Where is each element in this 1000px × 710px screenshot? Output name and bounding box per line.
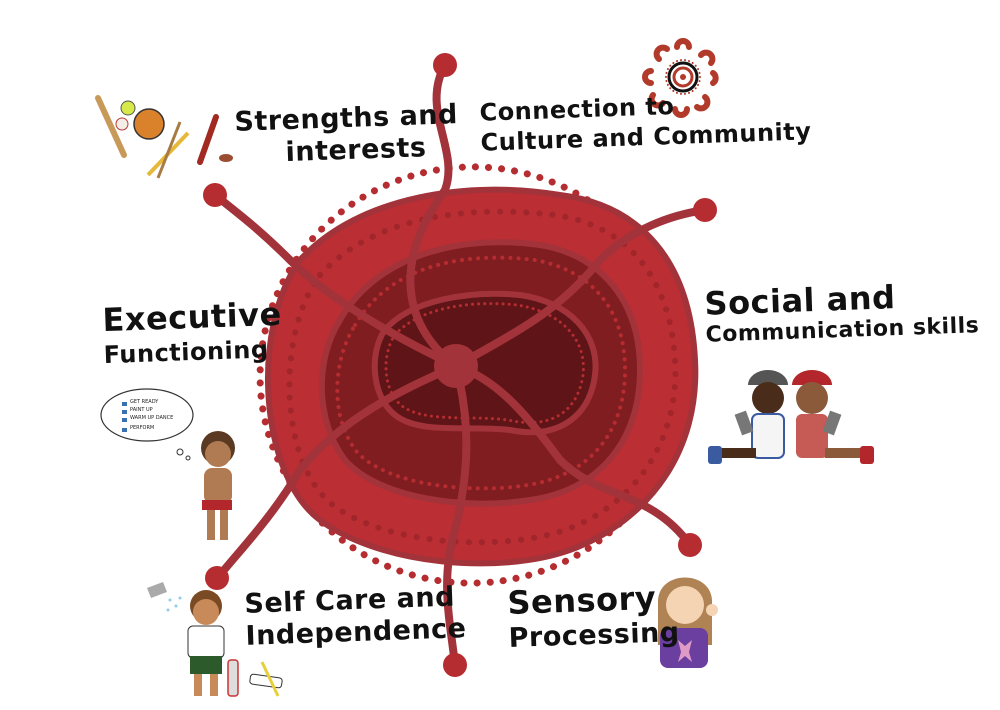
thought-checklist: GET READY PAINT UP WARM UP DANCE PERFORM: [130, 398, 173, 432]
label-connection-to-culture: Connection to Culture and Community: [479, 86, 812, 158]
label-executive-functioning: Executive Functioning: [102, 295, 284, 371]
label-sensory-processing: Sensory Processing: [507, 577, 680, 655]
checklist-item: PERFORM: [130, 425, 155, 431]
label-line-1: Sensory: [506, 578, 657, 622]
label-social-and-communication: Social and Communication skills: [704, 278, 980, 352]
label-self-care-and-independence: Self Care and Independence: [244, 581, 467, 653]
label-line-2: Functioning: [103, 335, 269, 370]
label-strengths-and-interests: Strengths and interests: [234, 99, 460, 171]
sports-and-art-icons: [95, 95, 233, 179]
inner-ring: [371, 290, 599, 436]
girl-listening-illustration: [658, 577, 718, 668]
label-line-1: Executive: [101, 294, 283, 340]
connecting-lines: [211, 61, 709, 669]
two-boys-with-tablets-illustration: [708, 370, 874, 464]
aboriginal-sun-icon: [642, 38, 719, 118]
boy-self-care-illustration: [147, 582, 283, 697]
center-node: [434, 344, 478, 388]
boy-thinking-illustration: [100, 388, 235, 540]
checklist-item: GET READY: [130, 399, 159, 405]
end-nodes: [203, 53, 717, 677]
checklist-item: PAINT UP: [130, 407, 153, 413]
label-line-2: Processing: [508, 617, 681, 654]
checklist-item: WARM UP DANCE: [130, 415, 174, 421]
